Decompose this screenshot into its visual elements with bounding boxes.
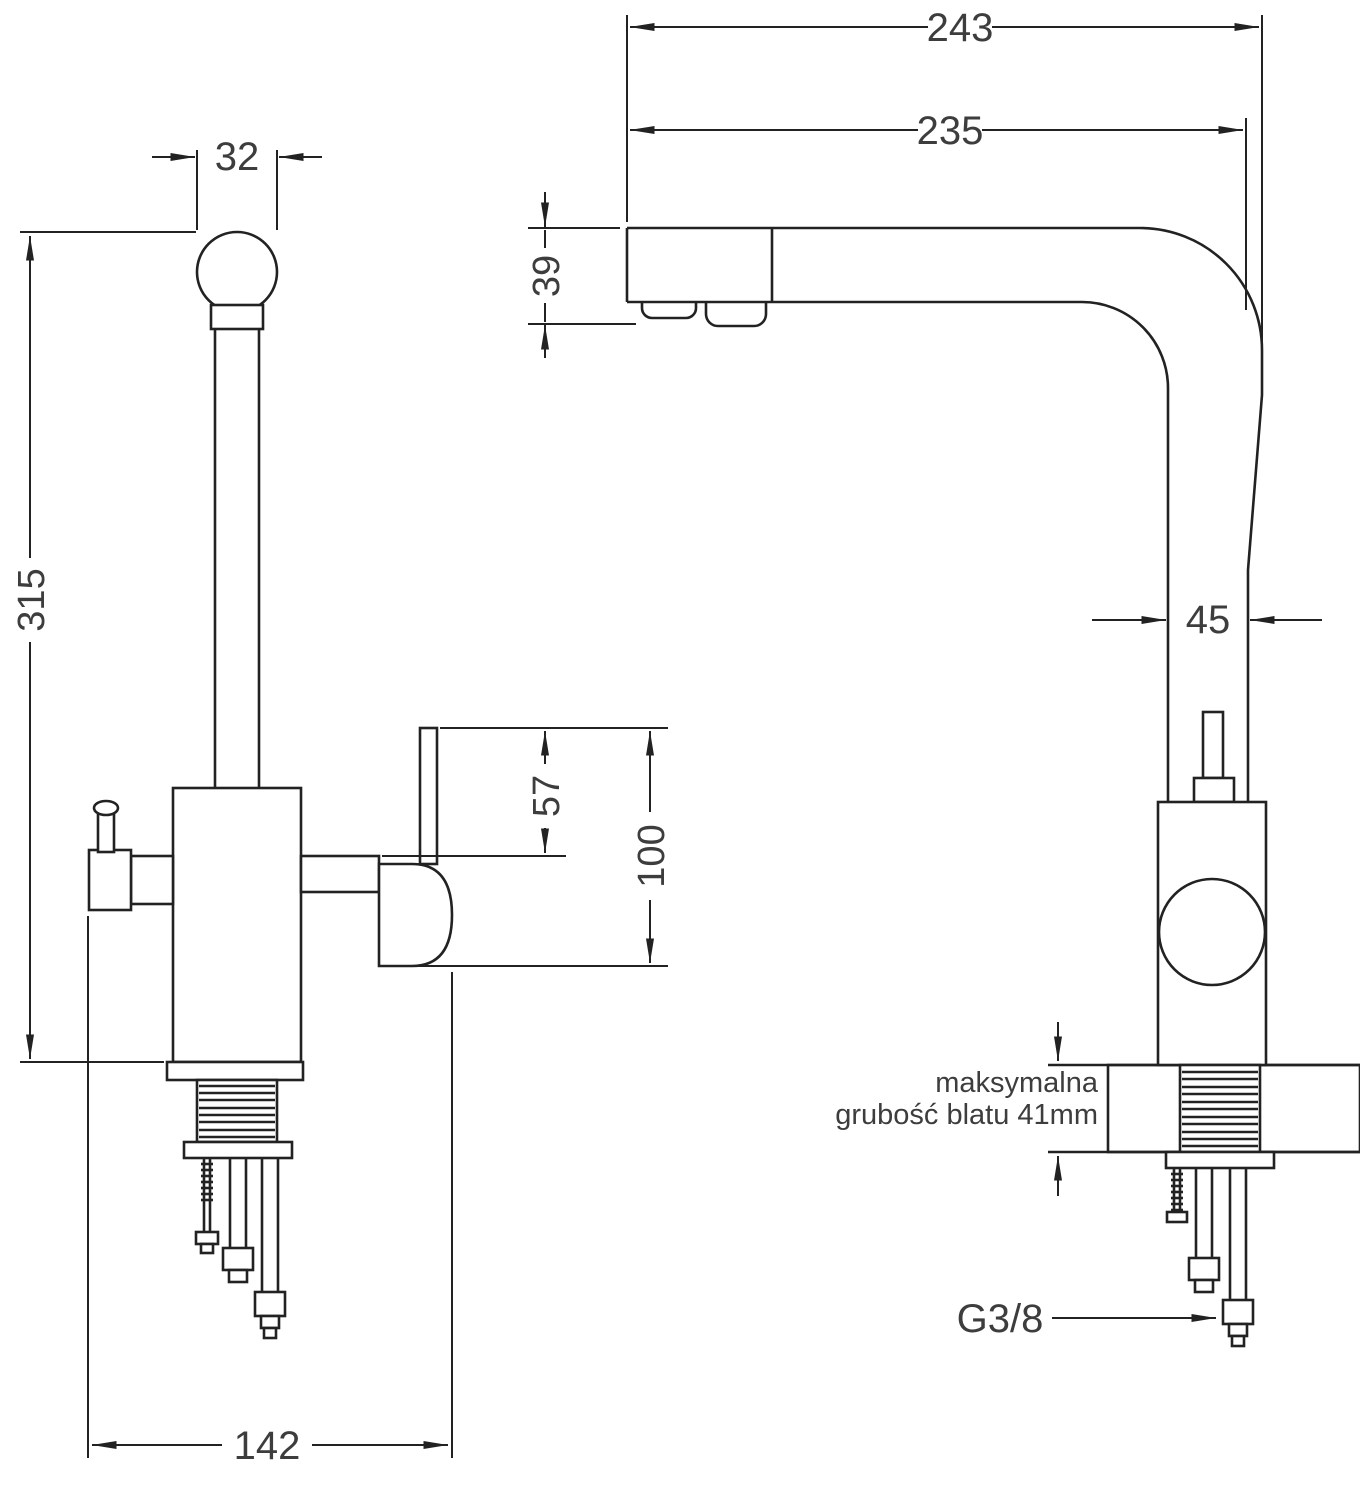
left-lever-cap bbox=[92, 799, 120, 817]
side-view bbox=[625, 226, 1360, 1348]
lever-handle-side bbox=[1201, 710, 1225, 780]
dim-label-100: 100 bbox=[631, 824, 673, 887]
counter-note-line1: maksymalna bbox=[935, 1067, 1099, 1099]
lower-flange-side bbox=[1164, 1150, 1276, 1170]
right-lever-capsule bbox=[377, 862, 454, 968]
spout-inner-edge bbox=[772, 300, 1170, 802]
dim-label-235: 235 bbox=[917, 109, 984, 153]
shank-threads-front bbox=[199, 1084, 275, 1139]
supply-hose-long-front bbox=[253, 1158, 287, 1340]
dim-label-39: 39 bbox=[526, 255, 568, 297]
lever-pivot-side bbox=[1192, 776, 1236, 804]
dimension-39 bbox=[528, 192, 636, 358]
dimension-57 bbox=[382, 727, 668, 857]
dimension-32 bbox=[152, 150, 322, 230]
dim-label-243: 243 bbox=[927, 6, 994, 50]
mounting-stud-front bbox=[194, 1158, 220, 1255]
supply-hose-short-side bbox=[1187, 1168, 1221, 1294]
dim-label-142: 142 bbox=[234, 1424, 301, 1468]
threaded-shank-front bbox=[195, 1078, 279, 1144]
right-lever-arm bbox=[299, 854, 381, 894]
lower-flange-front bbox=[182, 1140, 294, 1160]
dimension-235 bbox=[630, 118, 1247, 310]
dim-label-45: 45 bbox=[1186, 598, 1231, 642]
dimensions bbox=[20, 15, 1322, 1458]
aerator-bump-small bbox=[640, 302, 698, 320]
dimension-100 bbox=[418, 731, 668, 967]
dimension-315 bbox=[20, 231, 196, 1063]
thread-label: G3/8 bbox=[957, 1297, 1044, 1341]
mounting-stud-side bbox=[1165, 1168, 1189, 1224]
counter-note-line2: grubość blatu 41mm bbox=[835, 1099, 1098, 1131]
dim-label-57: 57 bbox=[526, 775, 568, 817]
left-lever-cylinder bbox=[87, 848, 133, 912]
supply-hose-short-front bbox=[221, 1158, 255, 1284]
base-flange-front bbox=[165, 1060, 305, 1082]
dim-label-32: 32 bbox=[215, 135, 260, 179]
left-lever-connector bbox=[129, 854, 175, 906]
dim-label-315: 315 bbox=[11, 568, 53, 631]
aerator-collar-front bbox=[209, 303, 265, 331]
supply-hose-long-side bbox=[1221, 1168, 1255, 1348]
aerator-bump-large bbox=[704, 302, 768, 328]
front-view bbox=[87, 230, 454, 1340]
right-lever-handle bbox=[418, 726, 439, 866]
shank-threads-side bbox=[1182, 1070, 1258, 1148]
knob-front bbox=[195, 230, 279, 314]
lever-joint-circle bbox=[1157, 877, 1267, 987]
dimension-243 bbox=[626, 15, 1263, 348]
body-front bbox=[171, 786, 303, 1064]
dimension-142 bbox=[87, 916, 453, 1458]
